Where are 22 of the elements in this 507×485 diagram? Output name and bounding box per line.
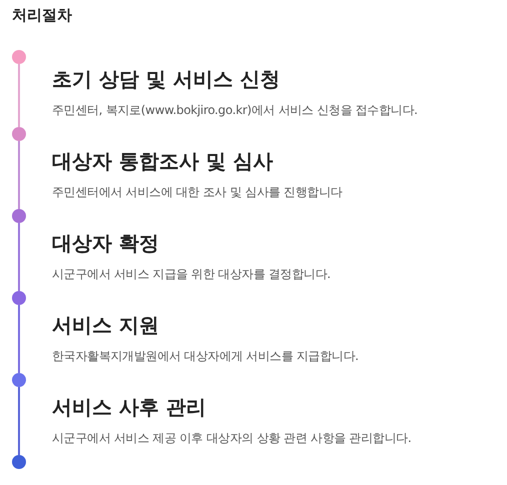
timeline-dot [12, 209, 26, 223]
step-description: 시군구에서 서비스 지급을 위한 대상자를 결정합니다. [52, 266, 330, 283]
timeline-dot [12, 373, 26, 387]
step-heading: 대상자 확정 [52, 230, 159, 257]
step-heading: 서비스 사후 관리 [52, 394, 206, 421]
step-heading: 대상자 통합조사 및 심사 [52, 148, 273, 175]
timeline-line [18, 223, 20, 291]
timeline-line [18, 305, 20, 373]
timeline-dot [12, 291, 26, 305]
timeline-line [18, 64, 20, 127]
timeline-line [18, 387, 20, 455]
step-heading: 서비스 지원 [52, 312, 159, 339]
step-description: 주민센터, 복지로(www.bokjiro.go.kr)에서 서비스 신청을 접수합니다. [52, 102, 418, 119]
step-heading: 초기 상담 및 서비스 신청 [52, 66, 280, 93]
timeline-dot [12, 50, 26, 64]
timeline-dot [12, 127, 26, 141]
timeline-line [18, 141, 20, 209]
step-description: 한국자활복지개발원에서 대상자에게 서비스를 지급합니다. [52, 348, 359, 365]
timeline-dot [12, 455, 26, 469]
step-description: 주민센터에서 서비스에 대한 조사 및 심사를 진행합니다 [52, 184, 342, 201]
step-description: 시군구에서 서비스 제공 이후 대상자의 상황 관련 사항을 관리합니다. [52, 430, 412, 447]
title: 처리절차 [12, 6, 72, 25]
